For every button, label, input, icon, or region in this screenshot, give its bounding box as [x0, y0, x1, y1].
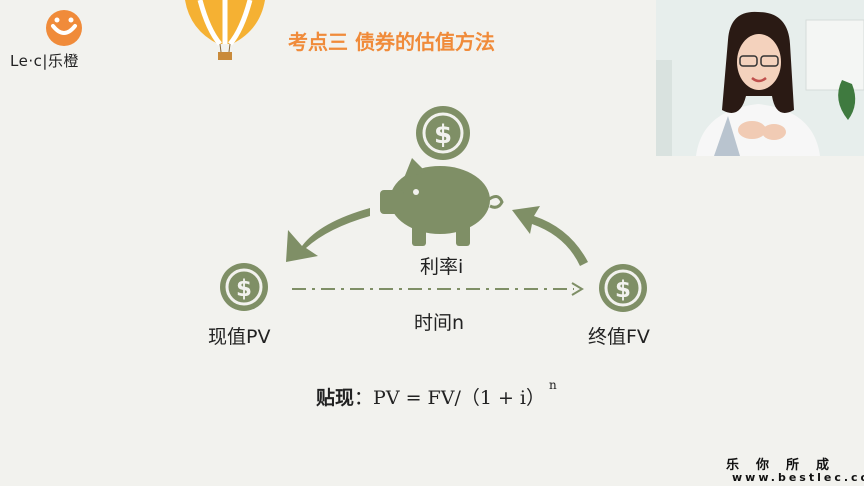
lec-logo [46, 10, 82, 46]
curved-arrow-icon [286, 208, 370, 262]
formula-colon: ： [354, 387, 374, 409]
time-label: 时间n [414, 312, 465, 334]
rate-label: 利率i [420, 256, 464, 278]
formula-exponent: n [549, 377, 557, 392]
fv-label: 终值FV [588, 326, 650, 348]
formula-lead: 贴现 [316, 387, 355, 409]
presenter-video-frame [656, 0, 864, 156]
svg-text:$: $ [615, 277, 631, 303]
formula-body: PV = FV/（1 + i） [373, 387, 546, 409]
watermark-slogan: 乐你所成 [726, 458, 847, 473]
svg-text:$: $ [236, 276, 252, 302]
presenter-webcam [656, 0, 864, 156]
dollar-coin-icon: $ [599, 264, 647, 312]
logo-text: Le·c|乐橙 [10, 52, 79, 70]
pv-label: 现值PV [208, 326, 271, 348]
slide-title: 考点三 债券的估值方法 [288, 30, 495, 54]
piggy-bank-icon [380, 158, 504, 246]
watermark-url: www.bestlec.com [732, 471, 864, 484]
svg-text:$: $ [434, 120, 452, 150]
time-arrow [292, 282, 584, 296]
dollar-coin-icon: $ [220, 263, 268, 311]
dollar-coin-icon: $ [416, 106, 470, 160]
discount-formula: 贴现：PV = FV/（1 + i）n [316, 378, 557, 410]
curved-arrow-icon [512, 206, 588, 266]
balloon-icon [185, 0, 265, 60]
